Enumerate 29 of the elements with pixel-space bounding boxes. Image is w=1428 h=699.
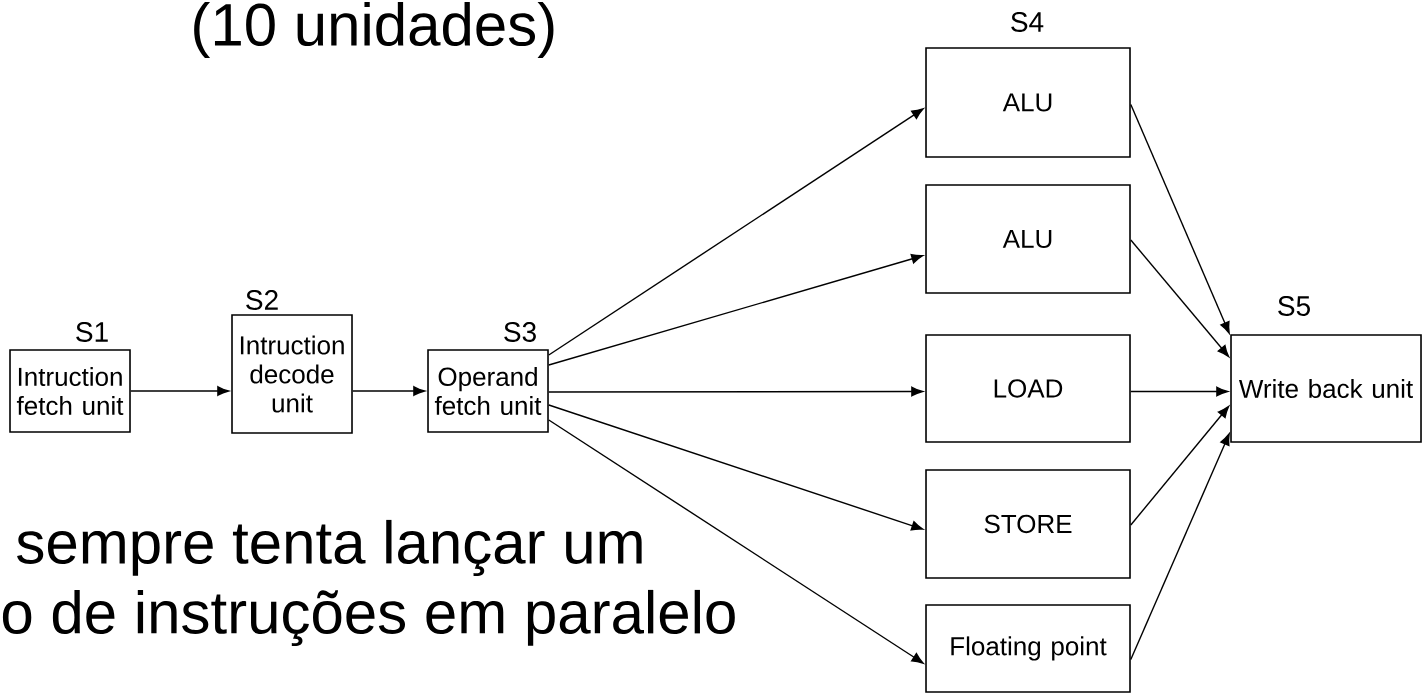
arrow: [548, 253, 924, 366]
unit-box: Intruction decode unit: [231, 314, 353, 434]
arrow: [548, 404, 924, 531]
slide-text: sempre tenta lançar um: [17, 519, 642, 577]
stage-label: S3: [504, 322, 536, 342]
stage-label: S1: [76, 322, 108, 342]
arrow: [1130, 239, 1230, 358]
unit-box: Intruction fetch unit: [9, 349, 131, 433]
stage-label: S4: [1011, 12, 1044, 32]
unit-box: LOAD: [925, 334, 1131, 443]
unit-box: STORE: [925, 469, 1131, 579]
arrow: [130, 386, 230, 396]
unit-box: ALU: [925, 47, 1131, 158]
unit-box: ALU: [925, 184, 1131, 294]
stage-label: S5: [1278, 296, 1310, 316]
arrow: [1130, 386, 1229, 397]
arrow: [1130, 433, 1230, 661]
unit-box: Operand fetch unit: [427, 349, 549, 433]
slide-text: o de instruções em paralelo: [2, 589, 735, 647]
arrow: [1130, 103, 1230, 334]
arrow: [352, 386, 426, 396]
unit-box: Floating point: [925, 604, 1131, 693]
arrow: [548, 108, 924, 356]
arrow: [548, 419, 924, 664]
arrow: [548, 386, 924, 397]
stage-label: S2: [246, 290, 278, 310]
arrow: [1130, 405, 1230, 526]
slide-text: (10 unidades): [194, 2, 554, 58]
unit-box: Write back unit: [1230, 334, 1422, 443]
